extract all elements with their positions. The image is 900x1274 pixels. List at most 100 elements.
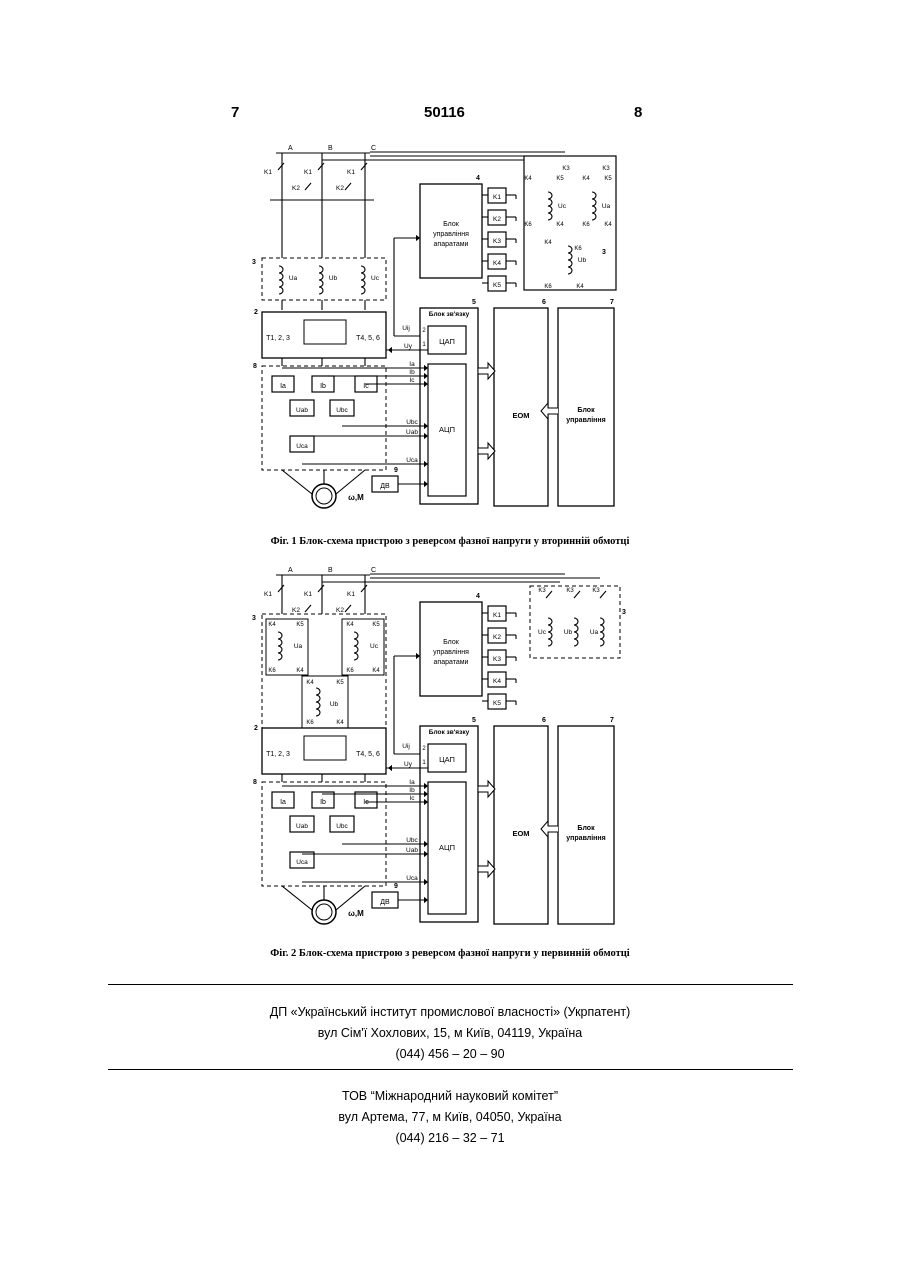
dv-label: ДВ — [380, 899, 390, 906]
thyristor-group-label-1: T1, 2, 3 — [266, 751, 290, 758]
k5-label: K5 — [372, 622, 380, 628]
k1-label: K1 — [264, 169, 272, 176]
phase-label-c: C — [371, 567, 376, 574]
measure-label-uca: Uca — [406, 457, 418, 464]
switch-label-k4: K4 — [576, 284, 584, 290]
k4-label: K4 — [306, 680, 314, 686]
sensor-label-ia: Ia — [280, 383, 286, 390]
phase-label-a: A — [288, 567, 293, 574]
k1-label: K1 — [304, 169, 312, 176]
block-number-8: 8 — [253, 779, 257, 786]
switch-label-k3: K3 — [602, 166, 610, 172]
publisher-name: ДП «Український інститут промислової вла… — [0, 1002, 900, 1023]
winding-label-ub: Ub — [564, 629, 573, 636]
measure-label-ia: Ia — [409, 779, 415, 786]
computer-label: ЕОМ — [512, 411, 529, 420]
comm-block-label: Блок зв'язку — [429, 729, 470, 736]
block-number-4: 4 — [476, 175, 480, 182]
block-number-9: 9 — [394, 883, 398, 890]
sensor-label-ubc: Ubc — [336, 407, 348, 414]
control-block-label-2: управління — [566, 834, 605, 842]
block-number-9: 9 — [394, 467, 398, 474]
winding-label-uc: Uc — [371, 275, 380, 282]
k4-label: K4 — [346, 622, 354, 628]
switch-label-k4: K4 — [524, 176, 532, 182]
winding-label-ub: Ub — [578, 257, 587, 264]
block-number-2: 2 — [254, 725, 258, 732]
relay-label-k4: K4 — [493, 260, 501, 267]
k4-label: K4 — [268, 622, 276, 628]
relay-label-k5: K5 — [493, 282, 501, 289]
divider-top — [108, 984, 793, 985]
adc-label: АЦП — [439, 425, 455, 434]
switch-label-k4: K4 — [582, 176, 590, 182]
k3-label: K3 — [538, 588, 546, 594]
measure-label-uca: Uca — [406, 875, 418, 882]
figure-1-diagram: ABCK1K1K1K2K23UaUbUc2T1, 2, 3T4, 5, 68Ia… — [0, 140, 900, 530]
apparatus-label-line-2: управління — [433, 648, 469, 656]
bus-arrow-icon — [478, 363, 495, 379]
block-number-5: 5 — [472, 717, 476, 724]
relay-label-k1: K1 — [493, 194, 501, 201]
figure-1-caption: Фіг. 1 Блок-схема пристрою з реверсом фа… — [0, 536, 900, 547]
document-number: 50116 — [424, 104, 465, 121]
arrow-icon — [388, 347, 392, 353]
k2-contact-icon — [305, 183, 311, 190]
k5-label: K5 — [296, 622, 304, 628]
winding-label-uc: Uc — [538, 629, 547, 636]
bus-arrow-icon — [478, 861, 495, 877]
motor-wire — [336, 470, 365, 494]
k4-label: K4 — [296, 668, 304, 674]
winding-label-ua: Ua — [590, 629, 599, 636]
relay-label-k5: K5 — [493, 700, 501, 707]
switch-label-k4: K4 — [556, 222, 564, 228]
dac-label: ЦАП — [439, 337, 455, 346]
relay-label-k2: K2 — [493, 634, 501, 641]
page-number-left: 7 — [231, 104, 239, 121]
k1-contact-icon — [278, 163, 284, 170]
uij-label: Uij — [402, 325, 410, 332]
phase-label-b: B — [328, 145, 333, 152]
measure-label-ic: Ic — [409, 377, 415, 384]
block-number-6: 6 — [542, 717, 546, 724]
sensor-label-ib: Ib — [320, 383, 326, 390]
winding-label-uc: Uc — [558, 203, 567, 210]
divider-bottom — [108, 1069, 793, 1070]
control-block-label-1: Блок — [577, 825, 595, 832]
k6-label: K6 — [346, 668, 354, 674]
computer-block-6 — [494, 308, 548, 506]
k2-contact-icon — [345, 183, 351, 190]
sensor-label-uab: Uab — [296, 407, 308, 414]
k2-label: K2 — [336, 185, 344, 192]
dv-label: ДВ — [380, 483, 390, 490]
k1-contact-icon — [361, 163, 367, 170]
sensor-label-uca: Uca — [296, 443, 308, 450]
k2-label: K2 — [336, 607, 344, 614]
switch-label-k6: K6 — [544, 284, 552, 290]
measure-label-uab: Uab — [406, 847, 418, 854]
k1-contact-icon — [278, 585, 284, 592]
figure-2-caption: Фіг. 2 Блок-схема пристрою з реверсом фа… — [0, 948, 900, 959]
motor-wire — [282, 886, 312, 910]
apparatus-label-line-3: апаратами — [434, 659, 469, 666]
relay-label-k4: K4 — [493, 678, 501, 685]
k5-label: K5 — [336, 680, 344, 686]
bus-arrow-icon — [478, 443, 495, 459]
block-number-7: 7 — [610, 299, 614, 306]
publisher-address: вул Сім'ї Хохлових, 15, м Київ, 04119, У… — [0, 1023, 900, 1044]
block-number-6: 6 — [542, 299, 546, 306]
motor-wire — [336, 886, 365, 910]
comm-block-label: Блок зв'язку — [429, 311, 470, 318]
block-number-2: 2 — [254, 309, 258, 316]
dac-label: ЦАП — [439, 755, 455, 764]
sensor-label-uab: Uab — [296, 823, 308, 830]
publisher-phone: (044) 456 – 20 – 90 — [0, 1044, 900, 1065]
bus-arrow-icon — [478, 781, 495, 797]
k1-label: K1 — [347, 591, 355, 598]
measure-label-ia: Ia — [409, 361, 415, 368]
block-number-8: 8 — [253, 363, 257, 370]
measure-label-ubc: Ubc — [406, 837, 418, 844]
thyristor-frame — [304, 736, 346, 760]
block-number-5: 5 — [472, 299, 476, 306]
block-number-7: 7 — [610, 717, 614, 724]
